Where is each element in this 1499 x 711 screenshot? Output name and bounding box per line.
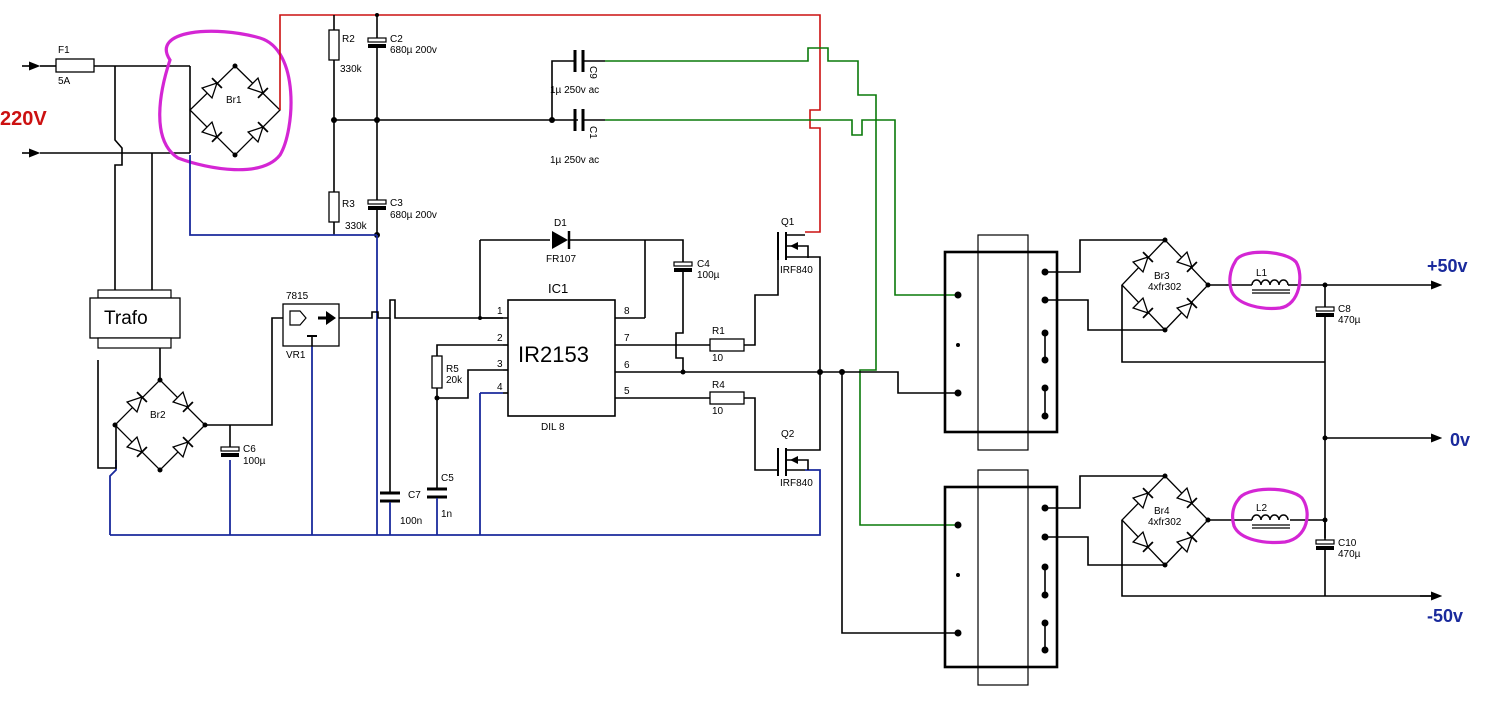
- c1-value: 1µ 250v ac: [550, 155, 599, 166]
- c10-value: 470µ: [1338, 549, 1361, 560]
- q1-ref: Q1: [781, 217, 795, 228]
- midpoint-wires: [817, 369, 958, 634]
- primary-feed-wires: [605, 47, 958, 526]
- trafo-label: Trafo: [104, 308, 148, 329]
- c4-value: 100µ: [697, 270, 720, 281]
- c8-value: 470µ: [1338, 315, 1361, 326]
- vr1-part: 7815: [286, 291, 309, 302]
- bridge-br4: [1045, 473, 1443, 601]
- mains-voltage-label: 220V: [0, 108, 47, 130]
- ic-pin-1: 1: [497, 306, 503, 317]
- c6-value: 100µ: [243, 456, 266, 467]
- br1-highlight: [158, 29, 293, 172]
- c8-ref: C8: [1338, 304, 1351, 315]
- output-transformer-2: [943, 469, 1059, 686]
- ic-pin-3: 3: [497, 359, 503, 370]
- c4-ref: C4: [697, 259, 710, 270]
- ic-pin-7: 7: [624, 333, 630, 344]
- d1-ref: D1: [554, 218, 567, 229]
- c7-ref: C7: [408, 490, 421, 501]
- bridge-br3-ref: Br3: [1154, 271, 1170, 282]
- l1-highlight: [1228, 250, 1302, 311]
- fuse-value: 5A: [58, 76, 71, 87]
- bridge-br1: [189, 63, 281, 158]
- bridge-br2-ref: Br2: [150, 410, 166, 421]
- bridge-br4-ref: Br4: [1154, 506, 1170, 517]
- r3-value: 330k: [345, 221, 368, 232]
- q1-part: IRF840: [780, 265, 813, 276]
- q2-part: IRF840: [780, 478, 813, 489]
- ic-pin-8: 8: [624, 306, 630, 317]
- ground-net: [109, 155, 821, 536]
- c2-ref: C2: [390, 34, 403, 45]
- bridge-br2: [112, 317, 283, 473]
- c9-value: 1µ 250v ac: [550, 85, 599, 96]
- r2-ref: R2: [342, 34, 355, 45]
- gate-resistors: [683, 240, 779, 471]
- c2-value: 680µ 200v: [390, 45, 437, 56]
- r5-ref: R5: [446, 364, 459, 375]
- ic-pin-6: 6: [624, 360, 630, 371]
- c10-ref: C10: [1338, 538, 1357, 549]
- ic-ir2153: [478, 240, 820, 417]
- c3-value: 680µ 200v: [390, 210, 437, 221]
- bridge-br4-value: 4xfr302: [1148, 517, 1182, 528]
- output-transformer-1: [943, 234, 1059, 451]
- ic-ref: IC1: [548, 281, 568, 296]
- output-zero-label: 0v: [1450, 430, 1470, 450]
- half-bridge-divider: [328, 13, 578, 238]
- bridge-br3-value: 4xfr302: [1148, 282, 1182, 293]
- trafo-primary-wires: [114, 66, 153, 290]
- d1-part: FR107: [546, 254, 576, 265]
- vr1-ref: VR1: [286, 350, 306, 361]
- inductor-l1: [1251, 279, 1290, 294]
- fuse-ref: F1: [58, 45, 70, 56]
- capacitor-c7: [380, 318, 400, 535]
- inductor-l2: [1251, 514, 1290, 529]
- output-negative-label: -50v: [1427, 606, 1463, 626]
- c1-ref: C1: [587, 126, 598, 139]
- c6-ref: C6: [243, 444, 256, 455]
- r1-ref: R1: [712, 326, 725, 337]
- r3-ref: R3: [342, 199, 355, 210]
- r1-value: 10: [712, 353, 724, 364]
- q2-ref: Q2: [781, 429, 795, 440]
- trafo-aux: [89, 289, 181, 469]
- c3-ref: C3: [390, 198, 403, 209]
- coupling-caps: [549, 50, 605, 131]
- c5-ref: C5: [441, 473, 454, 484]
- ic-pin-5: 5: [624, 386, 630, 397]
- bridge-br1-ref: Br1: [226, 95, 242, 106]
- l2-ref: L2: [1256, 503, 1268, 514]
- fuse-f1: [55, 58, 190, 73]
- ic-package: DIL 8: [541, 422, 565, 433]
- ic-pin-4: 4: [497, 382, 503, 393]
- r4-value: 10: [712, 406, 724, 417]
- output-positive-label: +50v: [1427, 256, 1468, 276]
- timing-network: [427, 344, 503, 535]
- r4-ref: R4: [712, 380, 725, 391]
- bridge-br3: [1045, 237, 1443, 363]
- c5-value: 1n: [441, 509, 452, 520]
- mosfet-q2: [777, 372, 821, 476]
- regulator-vr1: [282, 299, 503, 347]
- hv-positive-rail: [279, 14, 821, 233]
- l2-highlight: [1231, 487, 1309, 545]
- mosfet-q1: [777, 232, 821, 372]
- r2-value: 330k: [340, 64, 363, 75]
- mains-input: [22, 61, 190, 158]
- zero-rail: [1322, 362, 1443, 538]
- c9-ref: C9: [587, 66, 598, 79]
- ic-part: IR2153: [518, 342, 589, 367]
- r5-value: 20k: [446, 375, 463, 386]
- ic-pin-2: 2: [497, 333, 503, 344]
- bootstrap-network: [480, 231, 693, 375]
- c7-value: 100n: [400, 516, 422, 527]
- l1-ref: L1: [1256, 268, 1268, 279]
